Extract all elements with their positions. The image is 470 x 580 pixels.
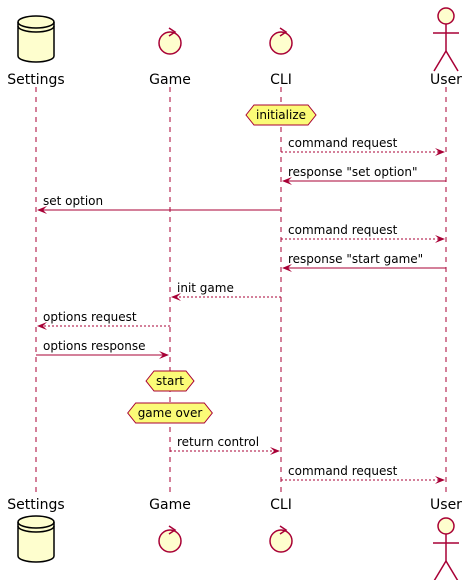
participant-label-user-top: User [430,72,462,88]
note-label: initialize [256,108,306,122]
note-game: start [145,370,195,392]
message-label: command request [288,464,398,478]
message-label: command request [288,136,398,150]
user-actor-icon-top [433,7,459,72]
note-label: game over [138,406,203,420]
settings-database-icon-top [17,15,55,63]
note-game: game over [127,402,213,424]
note-label: start [156,374,184,388]
participant-label-game-bottom: Game [149,497,191,513]
participant-label-cli-bottom: CLI [270,497,292,513]
game-control-icon-bottom [158,525,182,553]
note-hexagon [127,402,213,424]
message-label: set option [43,194,103,208]
participant-label-settings-bottom: Settings [7,497,64,513]
settings-database-icon-bottom [17,515,55,563]
message-label: return control [177,435,259,449]
cli-control-icon-top [269,27,293,55]
participant-label-user-bottom: User [430,497,462,513]
user-actor-icon-bottom [433,517,459,580]
participant-label-settings-top: Settings [7,72,64,88]
message-label: response "set option" [288,165,417,179]
note-hexagon [245,104,317,126]
message-label: options request [43,310,137,324]
message-label: command request [288,223,398,237]
message-label: init game [177,281,234,295]
message-label: response "start game" [288,252,423,266]
participant-label-cli-top: CLI [270,72,292,88]
game-control-icon-top [158,27,182,55]
note-hexagon [145,370,195,392]
participant-label-game-top: Game [149,72,191,88]
cli-control-icon-bottom [269,525,293,553]
note-cli: initialize [245,104,317,126]
message-label: options response [43,339,146,353]
